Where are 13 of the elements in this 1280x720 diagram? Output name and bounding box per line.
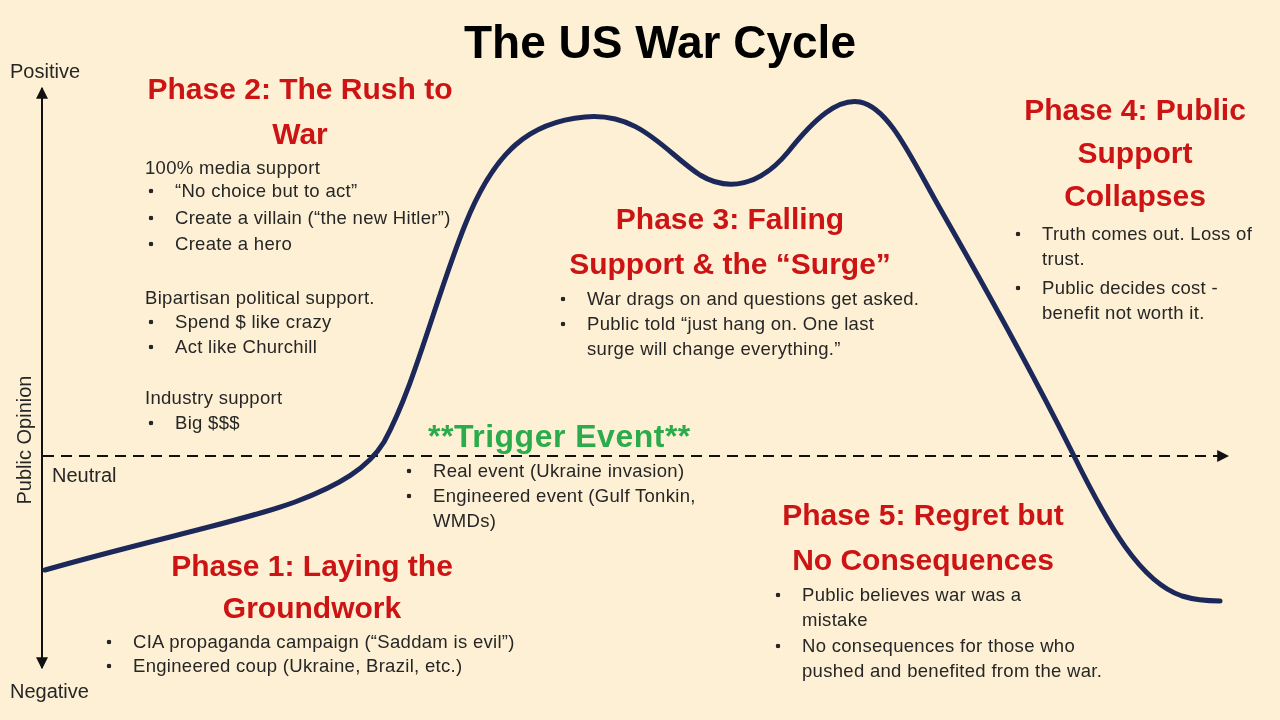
phase-heading: Phase 4: Public Support Collapses <box>1023 92 1247 214</box>
subheading: Industry support <box>145 386 284 410</box>
axis-label: Negative <box>10 679 89 703</box>
phase-heading: Phase 3: Falling Support & the “Surge” <box>568 201 892 282</box>
axis-label: Public Opinion <box>12 375 36 505</box>
phase-heading: Phase 5: Regret but No Consequences <box>781 497 1065 578</box>
subheading: 100% media support <box>145 156 322 180</box>
subheading: Bipartisan political support. <box>145 286 376 310</box>
axis-label: Neutral <box>52 463 117 487</box>
phase-heading: Phase 1: Laying the Groundwork <box>170 548 454 626</box>
diagram-title: The US War Cycle <box>463 16 857 68</box>
axis-label: Positive <box>10 59 81 83</box>
phase-heading: Phase 2: The Rush to War <box>146 71 454 152</box>
